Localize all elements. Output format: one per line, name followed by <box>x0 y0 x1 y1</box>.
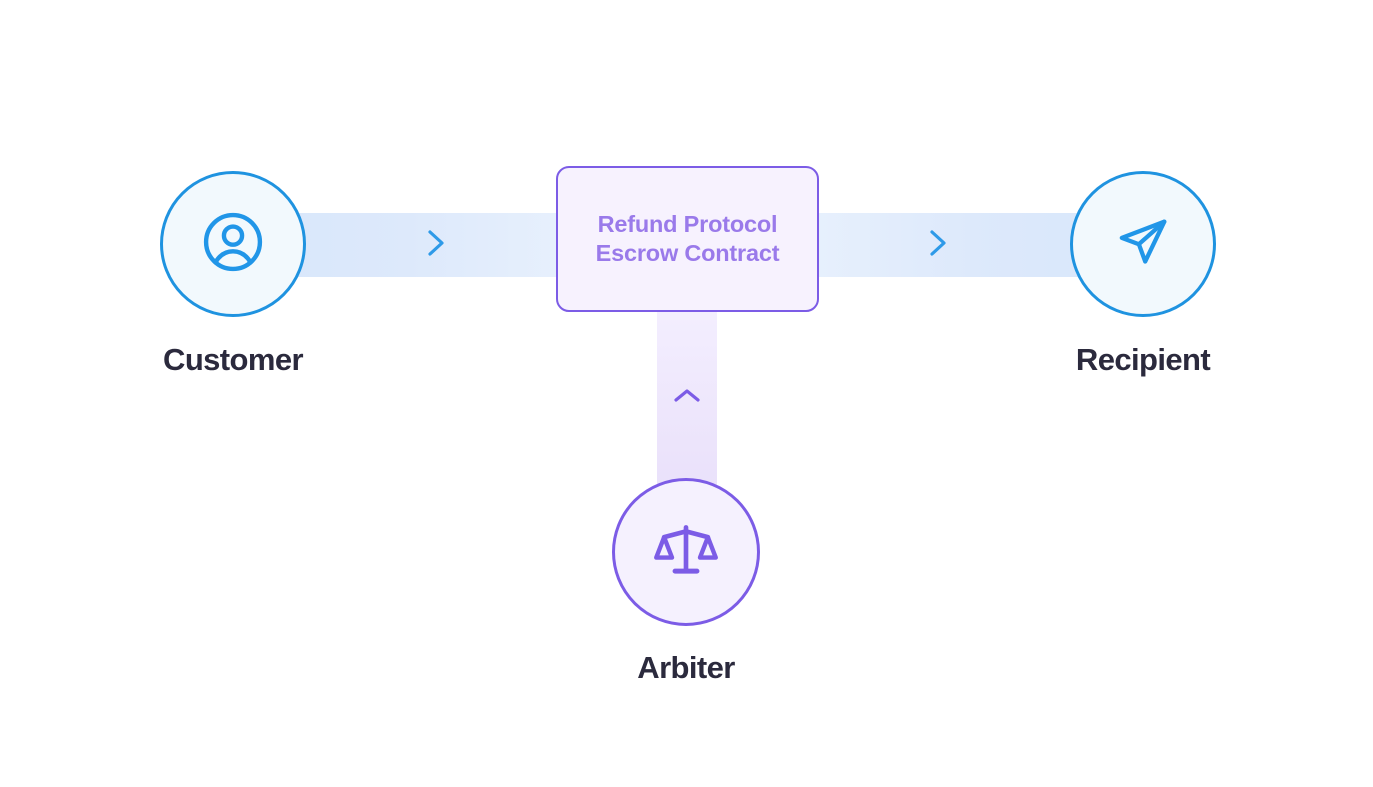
user-circle-icon <box>199 208 267 281</box>
connector-customer-to-contract <box>280 213 565 277</box>
node-label-recipient: Recipient <box>1075 342 1211 377</box>
send-paper-plane-icon <box>1110 209 1176 280</box>
chevron-right-icon <box>424 228 450 258</box>
node-label-customer: Customer <box>163 342 304 377</box>
chevron-right-icon <box>926 228 952 258</box>
escrow-contract-box[interactable]: Refund Protocol Escrow Contract <box>556 166 819 312</box>
node-label-arbiter: Arbiter <box>637 650 735 685</box>
chevron-up-icon <box>671 384 703 408</box>
node-recipient[interactable] <box>1070 171 1216 317</box>
escrow-contract-label: Refund Protocol Escrow Contract <box>595 211 780 266</box>
scales-of-justice-icon <box>651 515 721 590</box>
node-customer[interactable] <box>160 171 306 317</box>
node-arbiter[interactable] <box>612 478 760 626</box>
connector-contract-to-recipient <box>812 213 1100 277</box>
